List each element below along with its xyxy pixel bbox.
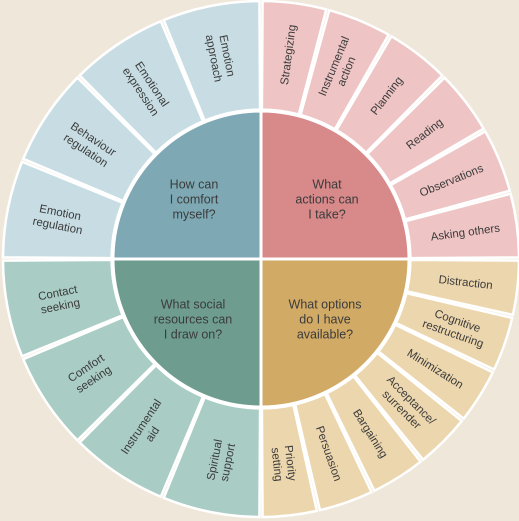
quadrant-actions	[259, 109, 411, 261]
question-comfort-line: myself?	[172, 208, 215, 222]
question-social-line: What social	[161, 298, 226, 312]
question-actions-line: actions can	[295, 193, 358, 207]
inner-circle	[111, 109, 411, 409]
question-options-line: do I have	[299, 313, 350, 327]
question-social-line: resources can	[154, 313, 233, 327]
question-options-line: available?	[297, 328, 353, 342]
quadrant-options	[259, 257, 411, 409]
segment-priority-setting-label: Prioritysetting	[268, 445, 297, 484]
quadrant-comfort	[111, 109, 263, 261]
question-comfort-line: How can	[170, 178, 219, 192]
segment-priority-setting-label-line: setting	[268, 447, 284, 482]
question-actions-line: What	[312, 178, 342, 192]
question-social-line: I draw on?	[164, 328, 222, 342]
question-comfort-line: I comfort	[170, 193, 219, 207]
quadrant-social	[111, 257, 263, 409]
question-options-line: What options	[289, 298, 362, 312]
segment-priority-setting-label-line: Priority	[282, 445, 298, 482]
question-actions-line: I take?	[308, 208, 346, 222]
